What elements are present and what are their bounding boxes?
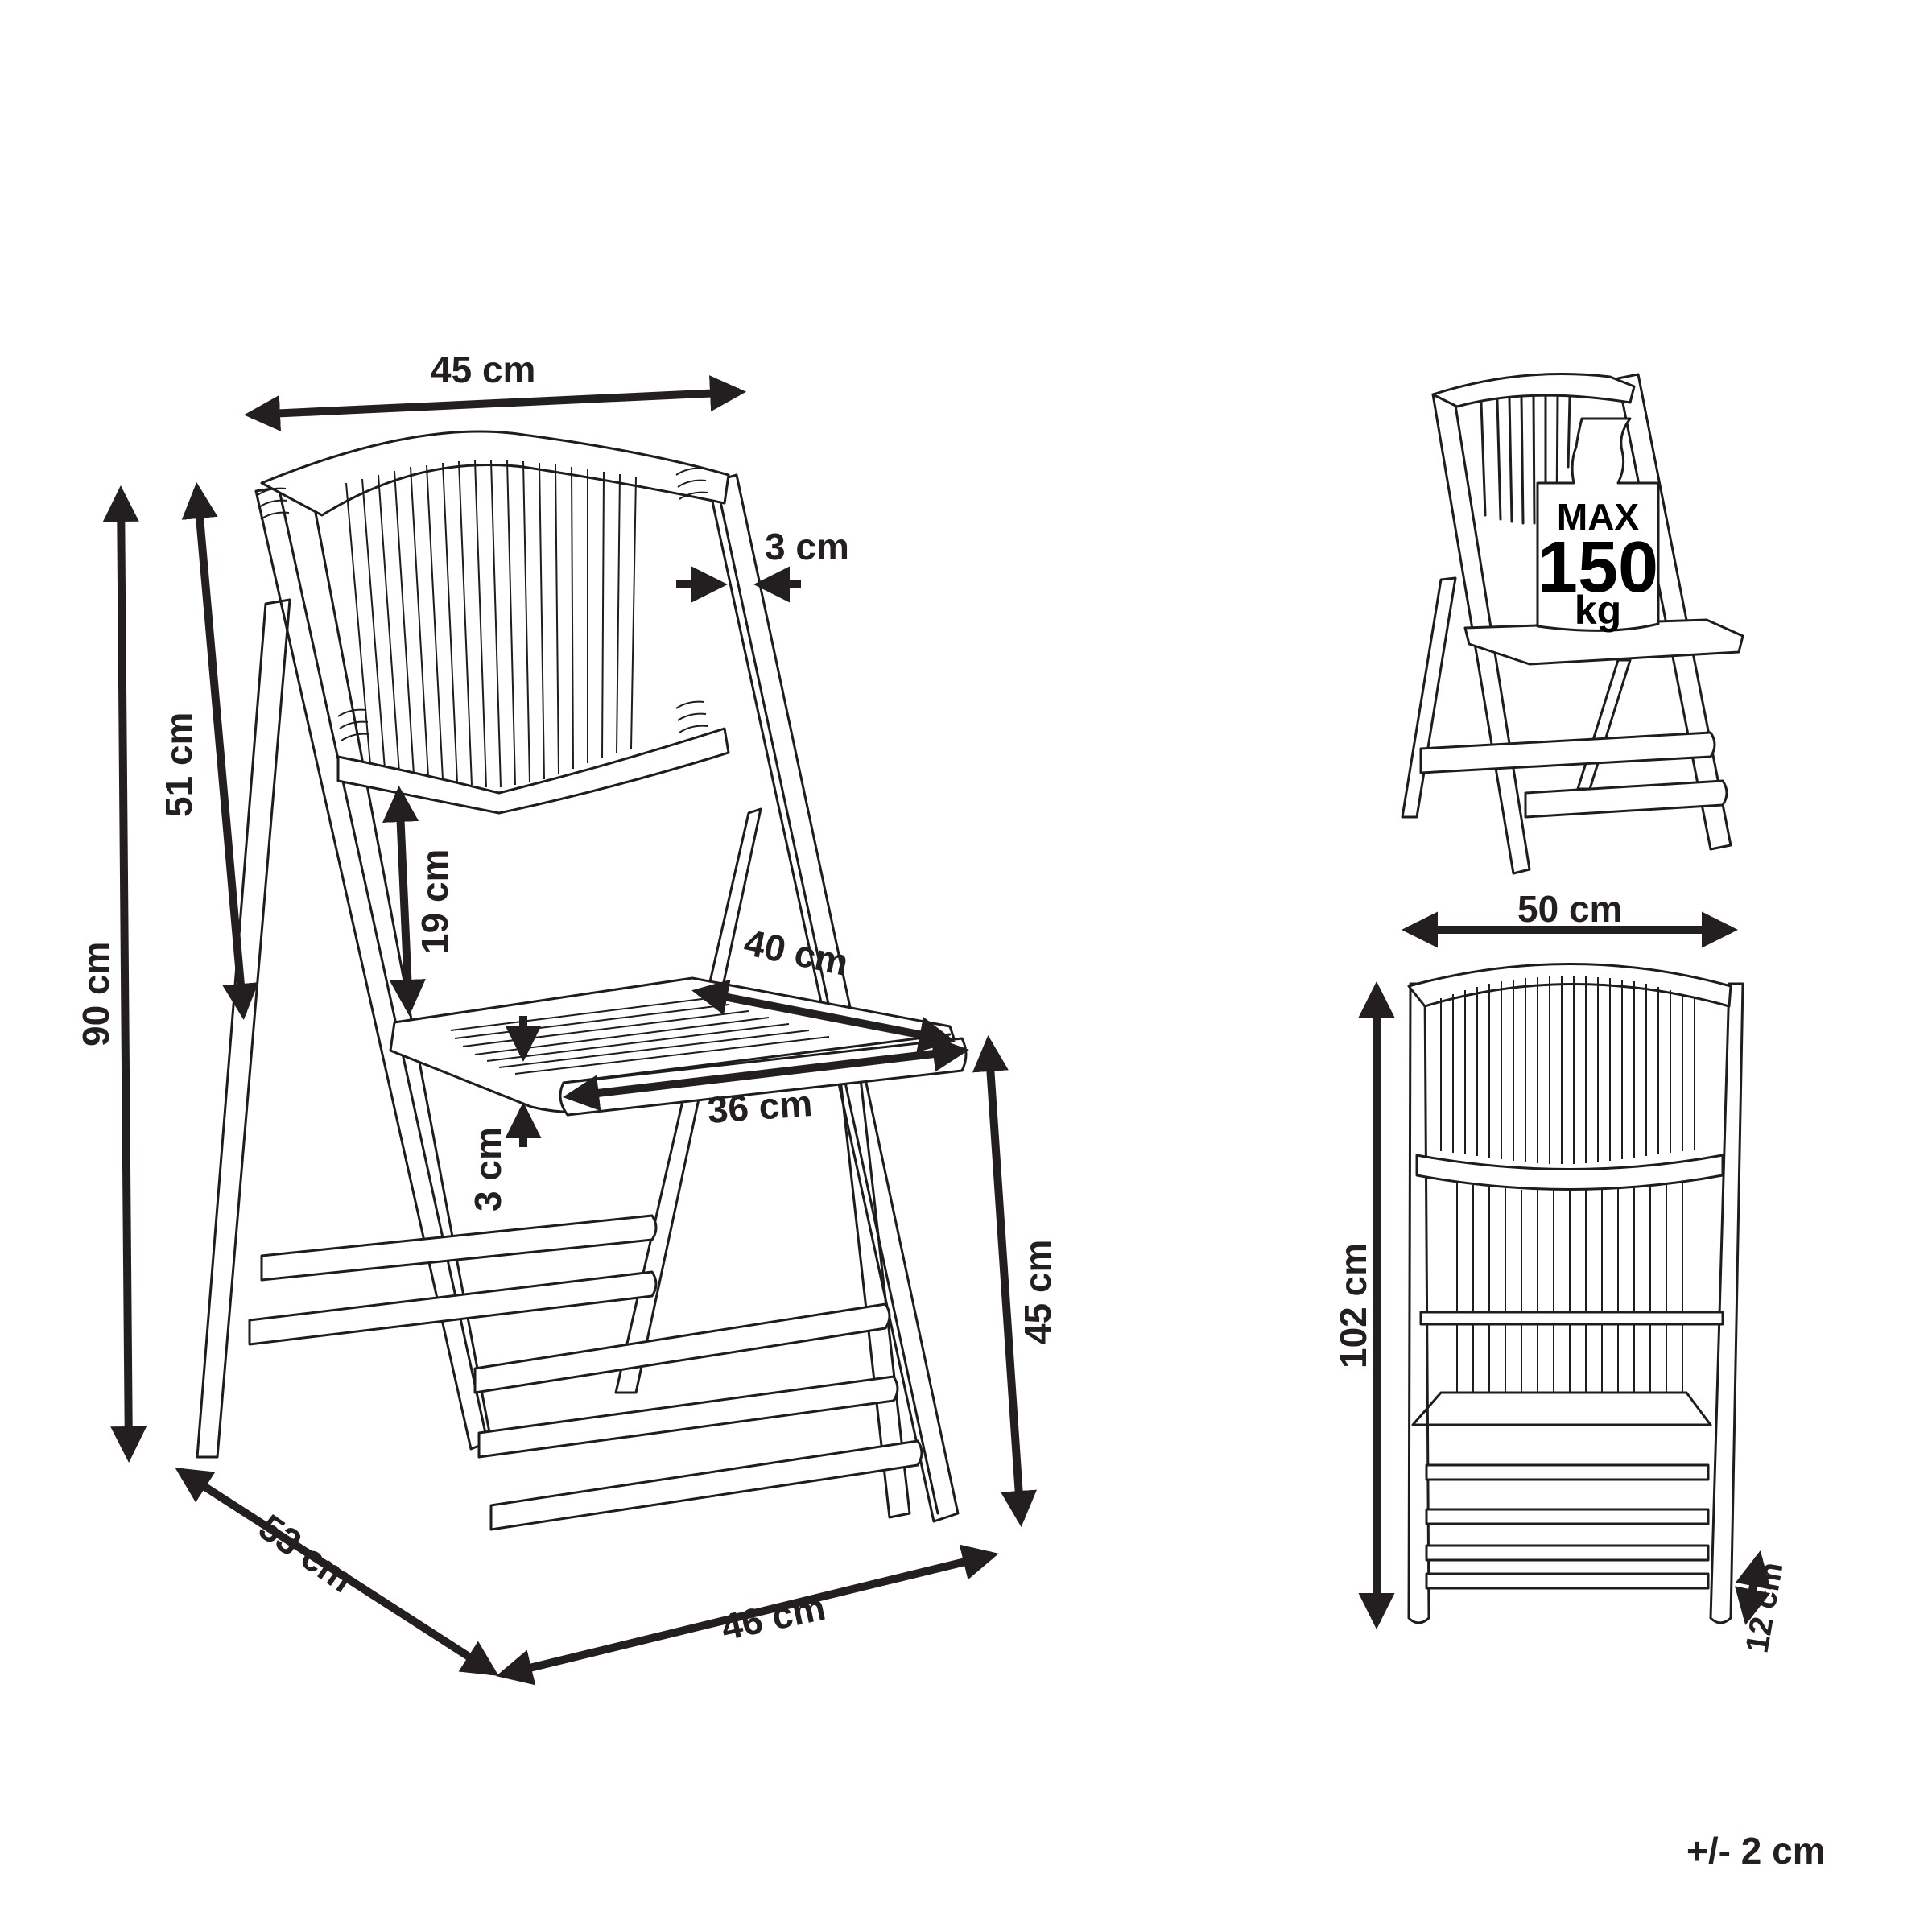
- label-width: 46 cm: [717, 1586, 828, 1649]
- label-backrest-gap: 19 cm: [414, 849, 456, 954]
- backrest-51-arrow: [181, 482, 259, 1020]
- width-36-arrow: [563, 1035, 969, 1112]
- label-seat-depth: 40 cm: [741, 921, 852, 984]
- weight-value: 150: [1538, 527, 1658, 608]
- height-90-arrow: [102, 485, 147, 1463]
- gap-19-arrow: [382, 786, 426, 1016]
- tolerance-note: +/- 2 cm: [1686, 1830, 1826, 1872]
- label-frame-thickness: 3 cm: [765, 526, 849, 568]
- depth-40-arrow: [691, 979, 956, 1053]
- label-seat-thickness: 3 cm: [467, 1127, 509, 1212]
- seat-height-45-arrow: [972, 1035, 1038, 1527]
- label-folded-width: 50 cm: [1517, 888, 1622, 930]
- label-backrest-height: 51 cm: [158, 712, 200, 817]
- label-depth: 53 cm: [251, 1506, 361, 1600]
- label-folded-depth: 12 cm: [1740, 1559, 1790, 1655]
- depth-53-arrow: [175, 1468, 499, 1676]
- weight-max-label: MAX: [1557, 496, 1640, 538]
- folded-depth-arrow: [1734, 1550, 1772, 1625]
- width-45-arrow: [244, 375, 746, 431]
- load-chair-drawing: MAX 150 kg: [1401, 372, 1744, 875]
- label-seat-width: 36 cm: [706, 1082, 814, 1131]
- label-backrest-width: 45 cm: [431, 349, 535, 390]
- width-46-arrow: [496, 1544, 999, 1686]
- label-folded-height: 102 cm: [1332, 1243, 1374, 1368]
- main-chair-drawing: [196, 430, 968, 1531]
- folded-dimension-arrows: [1358, 911, 1772, 1629]
- main-dimension-arrows: [102, 375, 1038, 1686]
- folded-chair-drawing: [1407, 963, 1744, 1624]
- label-total-height: 90 cm: [75, 942, 117, 1046]
- weight-unit: kg: [1575, 588, 1621, 633]
- label-seat-height: 45 cm: [1017, 1240, 1059, 1344]
